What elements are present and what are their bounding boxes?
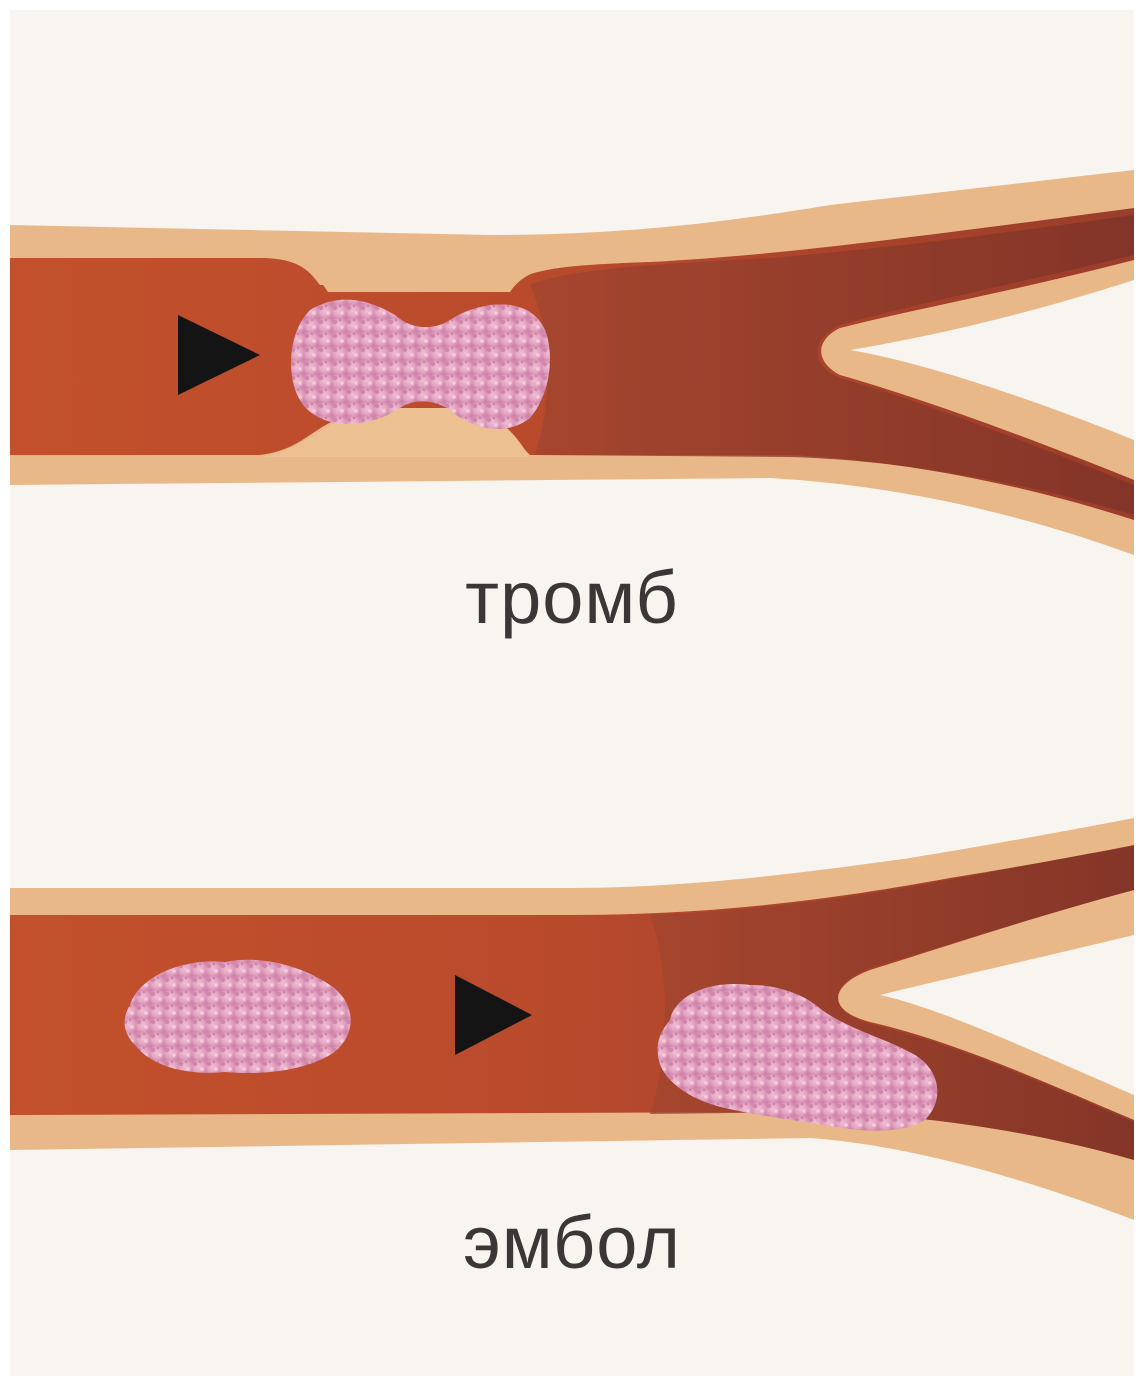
illustration-frame: тромб эмбол [10, 10, 1134, 1376]
embolus-vessel [10, 818, 1134, 1220]
thrombus-label: тромб [10, 555, 1134, 640]
vessel-illustration [10, 10, 1134, 1376]
thrombus-vessel [10, 170, 1134, 555]
embolus-label: эмбол [10, 1200, 1134, 1285]
